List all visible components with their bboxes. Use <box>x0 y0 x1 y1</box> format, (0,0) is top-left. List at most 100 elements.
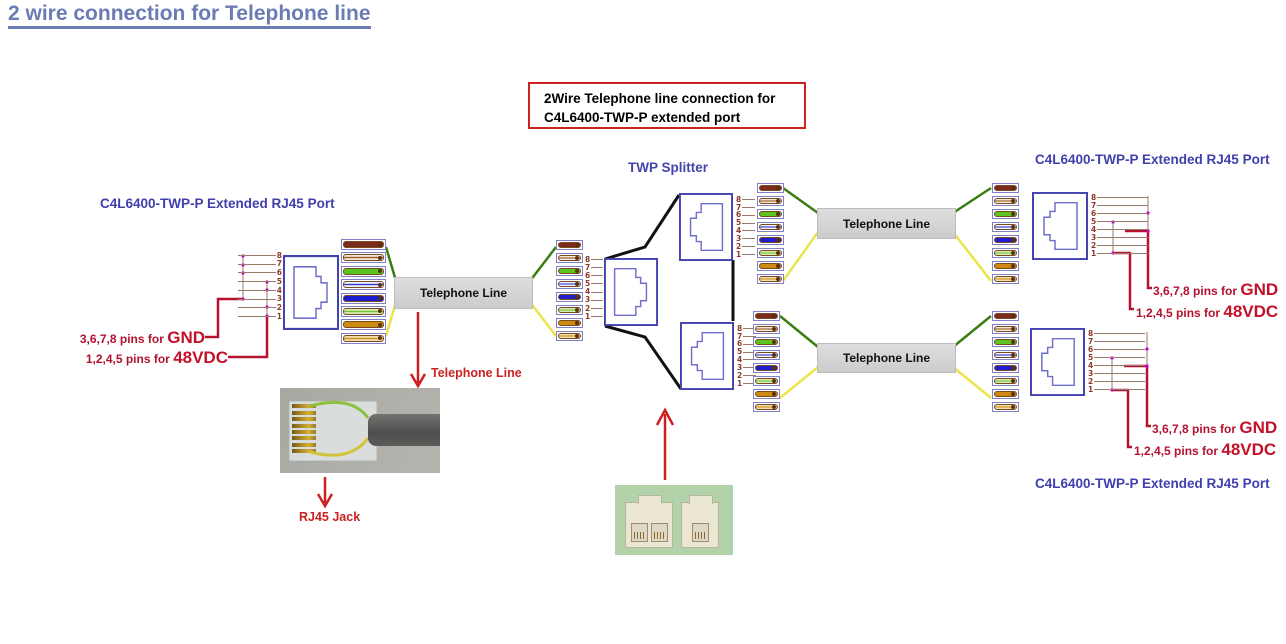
gnd-wire-top-right <box>1125 229 1152 290</box>
rj45-jack-top-right-port <box>1032 192 1088 260</box>
pin-line <box>743 367 756 369</box>
pin-number: 2 <box>1088 376 1094 386</box>
wire-color-orange <box>994 391 1017 397</box>
port-pins <box>654 532 665 539</box>
pin-row: 2 <box>1090 242 1148 249</box>
pin-row: 7 <box>1090 202 1148 209</box>
wire-color-white-green <box>343 307 384 315</box>
pin-row: 3 <box>1087 370 1145 377</box>
adapter-tab <box>689 495 713 504</box>
pin-number: 5 <box>1091 216 1097 226</box>
splitter-adapter-single <box>681 495 719 548</box>
wire-color-white-orange <box>994 404 1017 410</box>
wire-block-white-brown <box>992 324 1019 334</box>
pin-number: 1 <box>736 249 742 259</box>
adapter-port <box>631 523 648 542</box>
pin-row: 2 <box>1087 378 1145 385</box>
pin-line <box>238 307 276 309</box>
pin-row: 1 <box>1090 250 1148 257</box>
pin-line <box>742 206 755 208</box>
pin-row: 5 <box>584 280 603 287</box>
pin-number: 7 <box>1091 200 1097 210</box>
gnd-prefix: 3,6,7,8 pins for <box>79 332 168 346</box>
wire-block-orange <box>753 389 780 399</box>
pin-line <box>591 275 603 277</box>
photo-wires <box>309 400 370 457</box>
pin-row: 5 <box>1087 354 1145 361</box>
green-wire-line <box>782 186 819 215</box>
wire-block-blue <box>992 235 1019 245</box>
splitter-branch-top <box>604 194 681 261</box>
gnd-value: GND <box>1239 418 1278 437</box>
pin-line <box>742 199 755 200</box>
yellow-wire-line <box>952 231 992 282</box>
wire-colors-splitter-out-top <box>757 183 784 287</box>
wire-block-white-orange <box>757 274 784 284</box>
pin-row: 5 <box>1090 218 1148 225</box>
gold-pin <box>292 436 316 441</box>
pin-number: 3 <box>276 294 282 304</box>
wire-block-blue <box>341 292 386 304</box>
pin-line <box>1094 381 1145 382</box>
pin-row: 8 <box>735 196 755 203</box>
wire-block-white-green <box>757 248 784 258</box>
pin-row: 8 <box>736 325 756 332</box>
pin-number: 1 <box>585 311 591 321</box>
pin-number: 3 <box>737 362 743 372</box>
vdc-label-bottom-right: 1,2,4,5 pins for 48VDC <box>1134 440 1276 460</box>
pin-line <box>1094 333 1145 334</box>
vdc-label-left: 1,2,4,5 pins for 48VDC <box>70 348 228 368</box>
wire-block-maroon <box>341 239 386 250</box>
port-pins <box>695 532 706 539</box>
pin-number: 4 <box>736 226 742 236</box>
wire-block-green <box>992 337 1019 347</box>
pin-row: 6 <box>1087 346 1145 353</box>
pin-number: 2 <box>1091 240 1097 250</box>
pin-row: 6 <box>735 210 755 220</box>
gold-pin <box>292 410 316 415</box>
vdc-wire-left <box>228 316 269 359</box>
wire-block-green <box>992 209 1019 219</box>
arrow-twp-splitter-head <box>655 407 675 426</box>
pin-row: 4 <box>238 287 283 294</box>
wire-colors-left-port <box>341 239 386 346</box>
wire-block-blue <box>757 235 784 245</box>
wire-block-white-orange <box>753 402 780 412</box>
wire-colors-line2-right <box>992 311 1019 415</box>
gnd-value: GND <box>167 328 205 347</box>
wire-color-white-green <box>755 378 778 384</box>
wire-block-blue <box>556 292 583 302</box>
pin-number: 6 <box>736 210 742 220</box>
pin-row: 4 <box>736 356 756 363</box>
pin-line <box>742 238 755 240</box>
wire-color-orange <box>755 391 778 397</box>
callout-line2: C4L6400-TWP-P extended port <box>544 110 741 125</box>
wire-block-white-blue <box>341 279 386 291</box>
wire-block-white-green <box>753 376 780 386</box>
pin-line <box>743 335 756 337</box>
wire-color-maroon <box>558 242 581 248</box>
pin-number: 3 <box>1088 368 1094 378</box>
pin-number: 8 <box>1088 328 1094 338</box>
wire-color-orange <box>343 321 384 329</box>
twp-splitter-label: TWP Splitter <box>628 160 709 175</box>
pin-line <box>238 315 276 317</box>
rj45-jack-bottom-right-port <box>1030 328 1085 396</box>
wire-color-orange <box>558 320 581 326</box>
telephone-line-annotation: Telephone Line <box>431 366 522 380</box>
wire-color-blue <box>994 365 1017 371</box>
twp-splitter-photo <box>615 485 733 555</box>
wire-block-white-blue <box>992 350 1019 360</box>
pin-row: 2 <box>736 372 756 379</box>
pin-number: 4 <box>276 285 282 295</box>
pin-row: 8 <box>1090 194 1148 201</box>
pin-row: 3 <box>1090 234 1148 241</box>
pin-line <box>742 246 755 248</box>
pin-row: 6 <box>1090 210 1148 217</box>
pin-number: 8 <box>276 250 282 260</box>
